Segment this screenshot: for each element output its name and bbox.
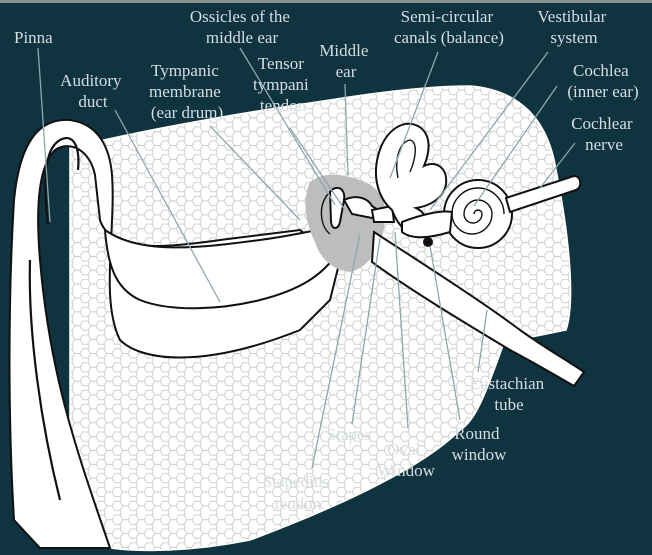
label-stapes: Stapes (327, 425, 371, 444)
label-semicircular-canals: Semi-circular canals (balance) (394, 7, 504, 47)
label-cochlear-nerve: Cochlear nerve (571, 114, 637, 154)
label-middle-ear: Middle ear (319, 41, 372, 81)
label-cochlea: Cochlea (inner ear) (567, 61, 638, 101)
label-auditory-duct: Auditory duct (60, 71, 126, 111)
label-vestibular-system: Vestibular system (537, 7, 610, 47)
label-tympanic-membrane: Tympanic membrane (ear drum) (149, 61, 225, 122)
label-tensor-tympani: Tensor tympani tendon (253, 54, 313, 115)
label-round-window: Round window (452, 424, 508, 464)
round-window-dot (423, 237, 433, 247)
top-edge (0, 0, 652, 3)
label-ossicles: Ossicles of the middle ear (190, 7, 294, 47)
cochlea-shell (444, 180, 512, 248)
label-pinna: Pinna (14, 28, 53, 47)
